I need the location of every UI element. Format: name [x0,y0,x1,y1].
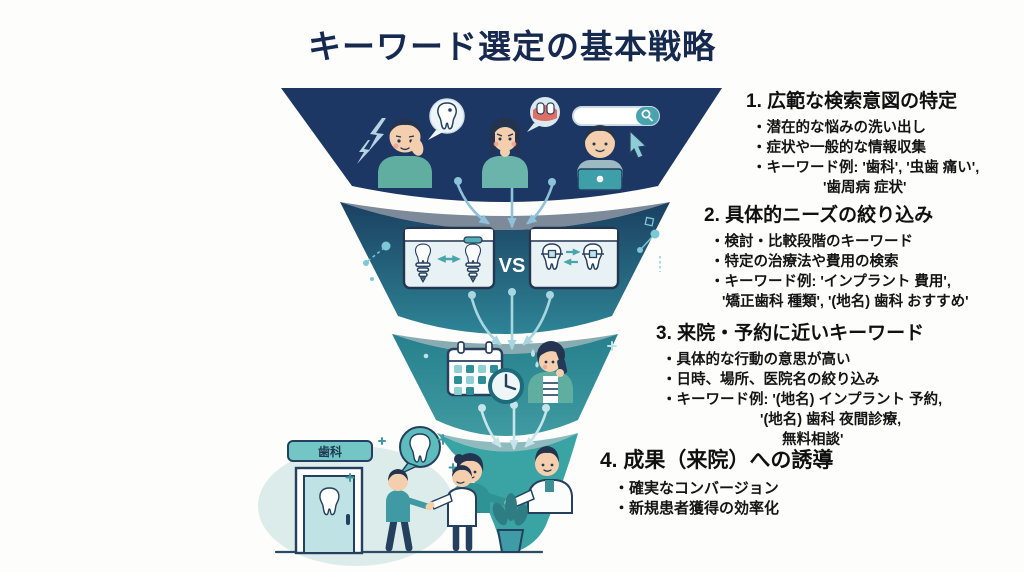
clinic-tooth-bubble-icon [399,426,441,475]
clinic-door [294,466,364,555]
section-3-bullet: 具体的な行動の意思が高い [656,350,942,370]
comparison-card-implants [402,226,496,290]
clinic-doctor-figure [427,465,477,552]
vs-label: VS [499,255,526,277]
implant-crowned-icon [463,236,483,284]
implant-icon [414,243,432,284]
laptop-icon [577,168,623,191]
funnel-arrows-stage3-to-4 [478,401,550,451]
section-2-keyword-continuation: '矯正歯科 種類', '(地名) 歯科 おすすめ' [722,294,969,310]
section-broad-search-intent: 1. 広範な検索意図の特定 潜在的な悩みの洗い出し 症状や一般的な情報収集 キー… [746,90,979,198]
sparkle-icon [345,434,458,482]
section-4-heading: 4. 成果（来院）への誘導 [600,449,834,472]
page-title: キーワード選定の基本戦略 [308,28,716,65]
section-1-bullet: 潜在的な悩みの洗い出し [746,118,979,138]
section-3-bullet: キーワード例: '(地名) インプラント 予約, [656,390,943,410]
tooth-speech-bubble-icon [428,98,465,140]
clinic-sign-label: 歯科 [318,444,342,459]
stage3-decor [423,341,617,359]
section-2-bullet: キーワード例: 'インプラント 費用', [704,272,969,292]
section-specific-needs: 2. 具体的ニーズの絞り込み 検討・比較段階のキーワード 特定の治療法や費用の検… [704,204,969,312]
section-1-keyword-continuation: '歯周病 症状' [823,180,907,196]
stage3-person-phone [528,341,573,403]
stage2-decor-dots-left [363,241,391,281]
braces-tooth-icon [582,243,604,270]
section-3-heading: 3. 来院・予約に近いキーワード [656,323,925,344]
stage1-person-worried [482,117,528,188]
section-visit-reservation-keywords: 3. 来院・予約に近いキーワード 具体的な行動の意思が高い 日時、場所、医院名の… [656,322,942,450]
section-1-heading: 1. 広範な検索意図の特定 [746,91,958,112]
search-bar [572,106,660,126]
section-2-bullet: 検討・比較段階のキーワード [704,232,969,252]
cursor-icon [629,129,648,159]
stage1-person-laptop [577,125,623,191]
clinic-scene: 歯科 [258,426,544,566]
gum-speech-bubble-icon [527,97,560,132]
section-1-bullet: 症状や一般的な情報収集 [746,138,979,158]
search-icon [641,109,654,122]
funnel-arrows-stage2-to-3 [468,288,554,351]
section-2-heading: 2. 具体的ニーズの絞り込み [704,205,934,226]
stage2-decor-dots-right [637,216,661,272]
section-4-bullet: 確実なコンバージョン [600,479,833,499]
section-3-keyword-continuation: 無料相談' [782,432,844,448]
clock-icon [488,368,524,404]
toothache-bolts-icon [357,118,386,164]
plant-icon [492,493,528,553]
section-1-bullet: キーワード例: '歯科', '虫歯 痛い', [746,158,980,178]
doctor-figure [508,446,573,514]
swap-arrows-icon [563,248,581,266]
section-4-bullet: 新規患者獲得の効率化 [600,499,833,519]
comparison-card-braces [528,226,620,290]
section-conversion-results: 4. 成果（来院）への誘導 確実なコンバージョン 新規患者獲得の効率化 [600,449,833,519]
funnel-stage-2-lip [340,202,670,230]
section-3-keyword-continuation: '(地名) 歯科 夜間診療, [760,412,902,428]
braces-tooth-icon [541,243,563,270]
funnel-stage-4-lip [437,433,578,452]
section-3-bullet: 日時、場所、医院名の絞り込み [656,370,942,390]
section-2-bullet: 特定の治療法や費用の検索 [704,252,969,272]
stage1-person-toothache [378,119,432,188]
clinic-sign: 歯科 [287,440,373,462]
